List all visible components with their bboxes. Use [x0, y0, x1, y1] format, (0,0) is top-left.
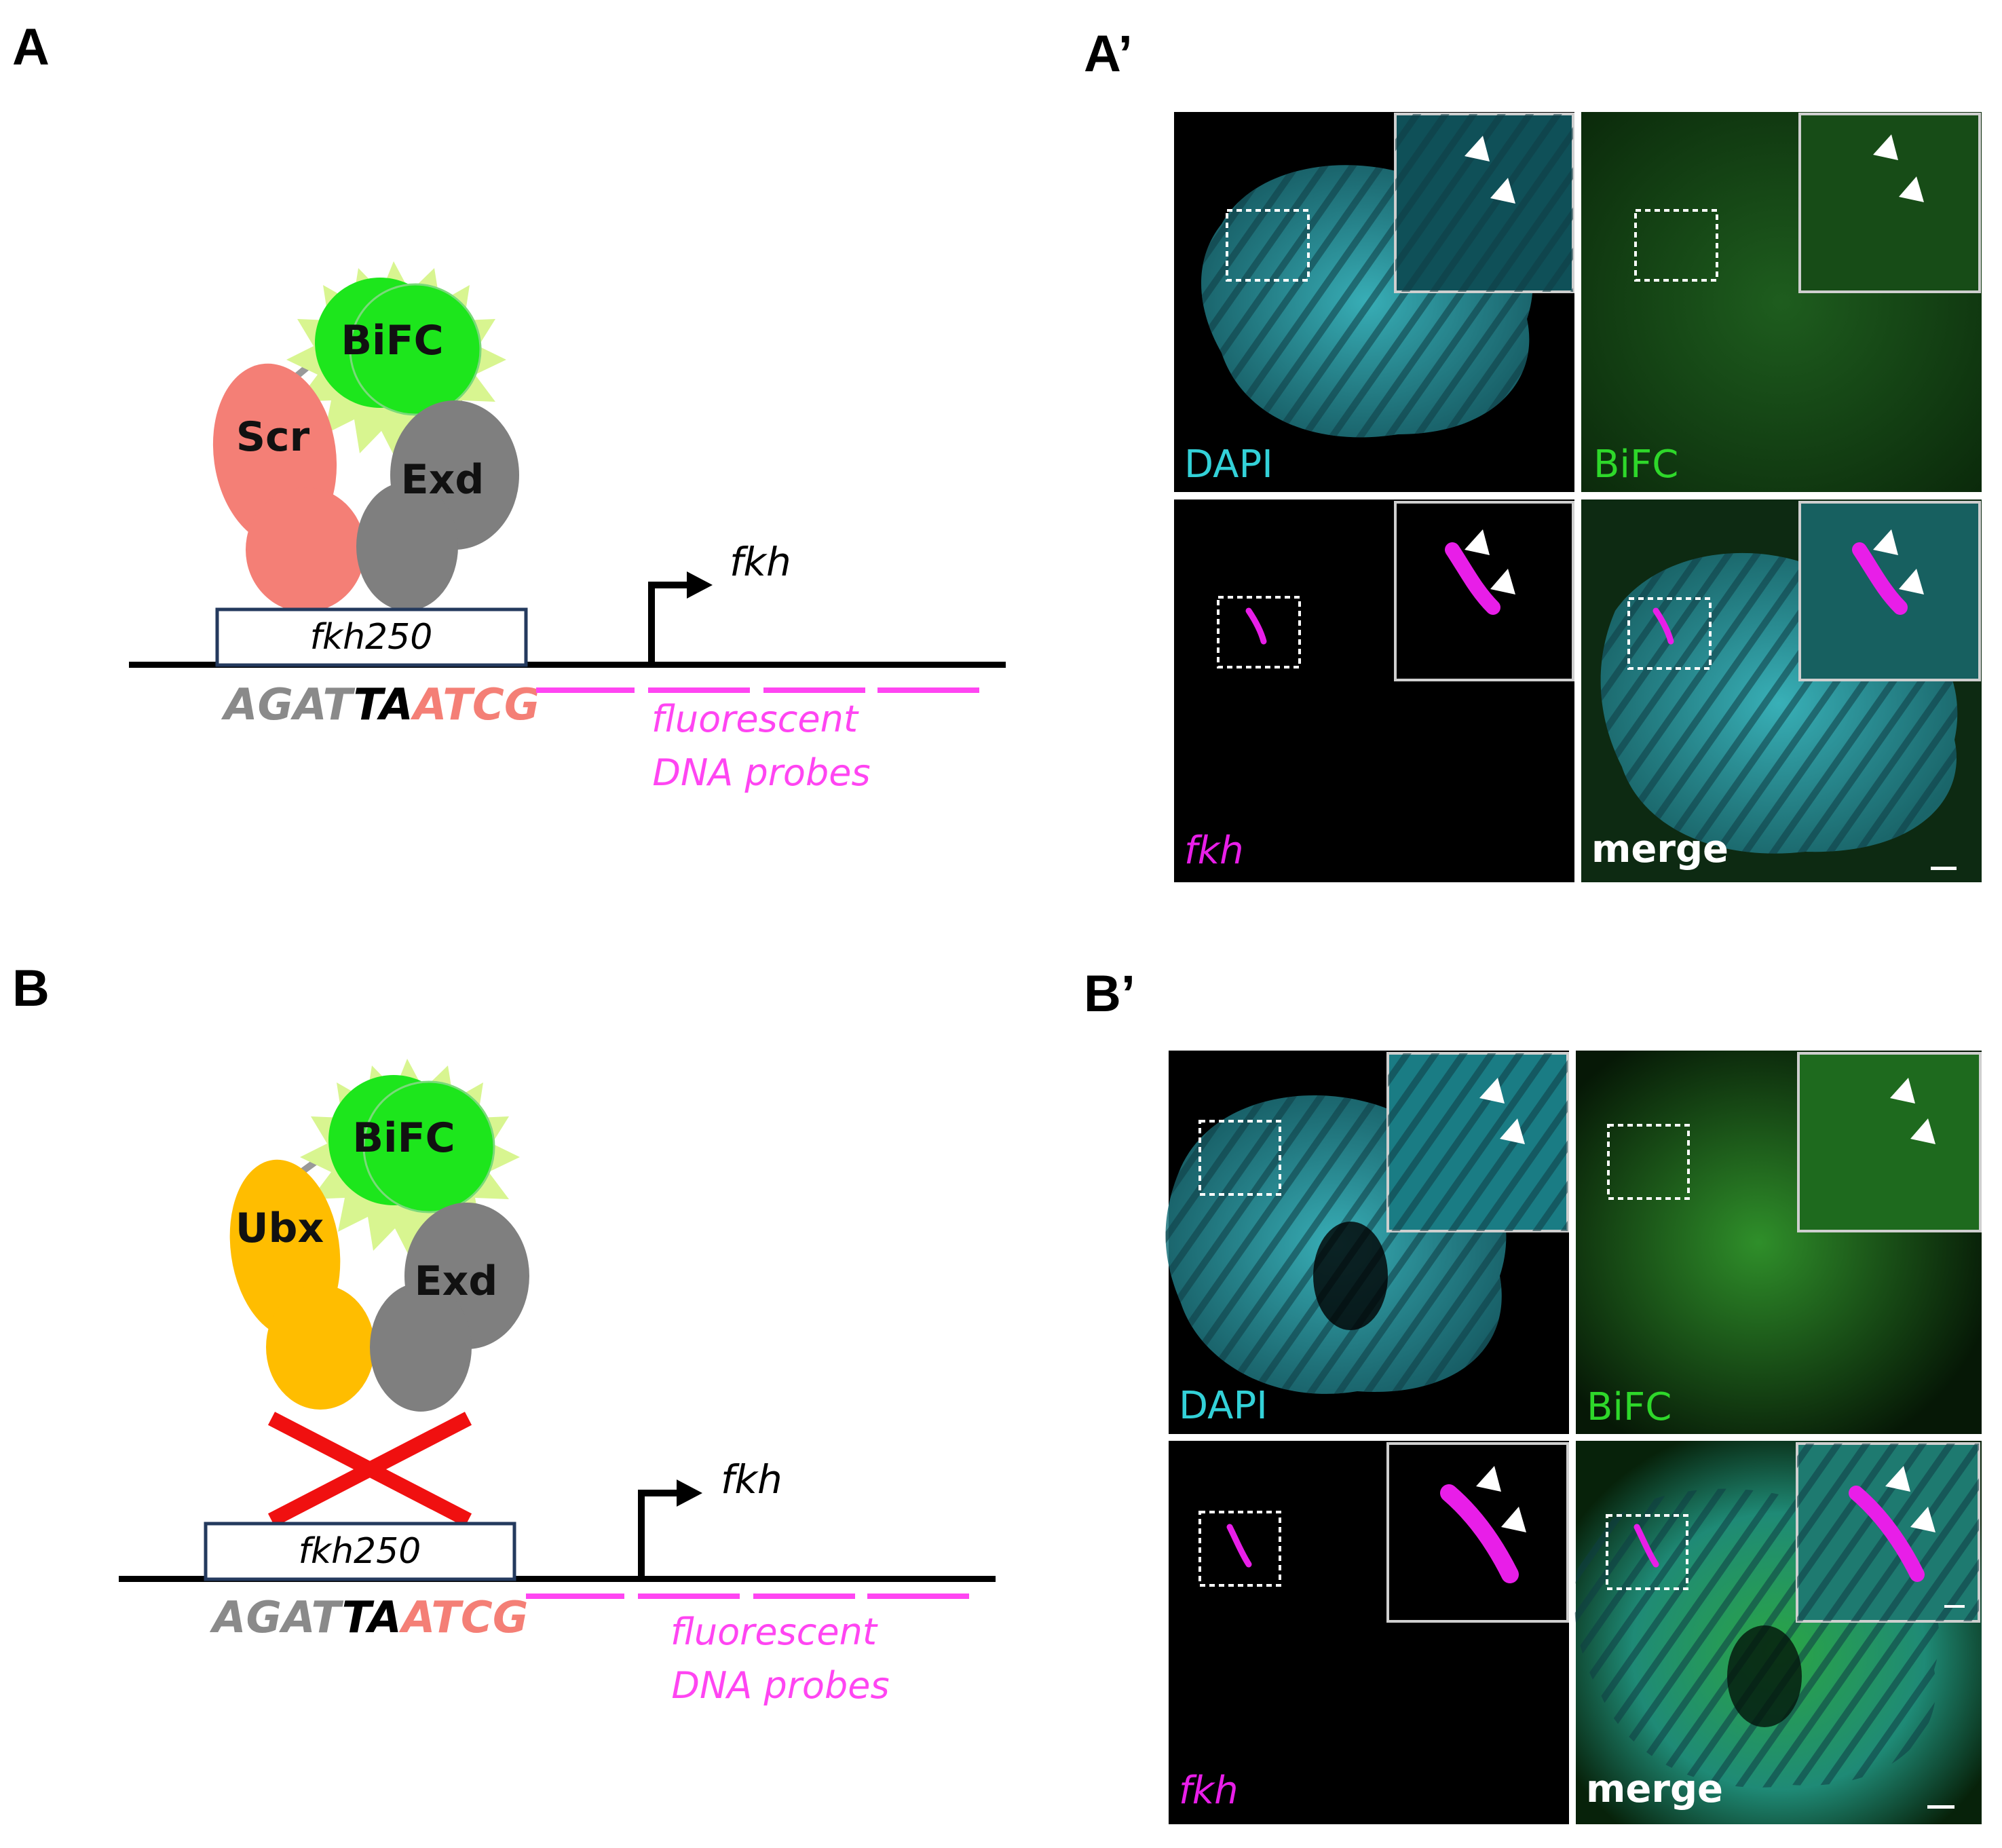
- enhancer-label-b: fkh250: [299, 1531, 421, 1572]
- channel-label-b-bifc: BiFC: [1587, 1385, 1672, 1429]
- gene-label-a: fkh: [730, 539, 791, 585]
- binding-blocked-x-icon: [267, 1412, 472, 1527]
- arrow-icon: [1465, 136, 1490, 162]
- promoter-arrow-a: [648, 582, 691, 664]
- seq-a-part1: AGAT: [221, 680, 355, 730]
- arrow-icon: [1476, 1466, 1501, 1492]
- arrow-icon: [1465, 529, 1490, 555]
- micrograph-b-bifc: BiFC: [1576, 1051, 1982, 1434]
- promoter-arrow-b: [638, 1490, 681, 1578]
- arrow-icon: [1899, 569, 1924, 595]
- gene-label-b: fkh: [721, 1456, 782, 1503]
- probe-label-b-2: DNA probes: [671, 1664, 889, 1707]
- arrow-icon: [1873, 134, 1898, 160]
- ubx-protein: Ubx: [229, 1159, 375, 1410]
- panel-b-prime: B’ DAPI BiFC: [1084, 965, 1982, 1824]
- channel-label-a-fkh: fkh: [1184, 829, 1244, 873]
- micrograph-b-merge: merge: [1574, 1441, 1982, 1824]
- seq-b-part2: TA: [342, 1593, 402, 1643]
- exd-protein-a: Exd: [356, 400, 519, 611]
- scr-label: Scr: [236, 413, 310, 461]
- dna-line-b: [119, 1576, 996, 1582]
- seq-b: AGATTAATCG: [209, 1593, 528, 1643]
- dna-line-a: [129, 662, 1006, 668]
- scale-bar: [1927, 1805, 1954, 1809]
- channel-label-a-merge: merge: [1591, 827, 1729, 871]
- panel-letter-a: A: [12, 18, 50, 76]
- micrograph-b-dapi: DAPI: [1165, 1051, 1569, 1434]
- enhancer-box-b: [204, 1522, 516, 1581]
- seq-b-part1: AGAT: [209, 1593, 343, 1643]
- enhancer-label-a: fkh250: [310, 617, 433, 658]
- arrow-icon: [1910, 1507, 1935, 1532]
- arrow-icon: [1910, 1118, 1935, 1144]
- micrograph-a-fkh: fkh: [1174, 499, 1574, 882]
- panel-letter-b-prime: B’: [1084, 965, 1135, 1023]
- arrow-icon: [1890, 1078, 1915, 1104]
- micrograph-b-fkh: fkh: [1169, 1441, 1569, 1824]
- micrograph-a-bifc: BiFC: [1581, 112, 1982, 492]
- seq-a-part3: ATCG: [410, 680, 540, 730]
- arrow-icon: [1490, 178, 1515, 204]
- probes-b: [526, 1594, 969, 1599]
- bifc-label-b: BiFC: [352, 1114, 455, 1162]
- arrowhead-a: [687, 571, 713, 599]
- exd-protein-b: Exd: [370, 1203, 529, 1412]
- seq-b-part3: ATCG: [398, 1593, 529, 1643]
- channel-label-a-dapi: DAPI: [1184, 442, 1273, 487]
- arrow-icon: [1490, 569, 1515, 595]
- scale-bar: [1931, 867, 1957, 870]
- exd-label-a: Exd: [401, 456, 485, 504]
- arrowhead-b: [677, 1479, 702, 1507]
- panel-a-prime: A’ DAPI BiFC: [1084, 25, 1982, 882]
- channel-label-b-merge: merge: [1586, 1767, 1723, 1811]
- bifc-half-right: [349, 283, 482, 416]
- panel-letter-b: B: [12, 960, 50, 1017]
- arrow-icon: [1479, 1078, 1505, 1104]
- arrow-icon: [1500, 1118, 1525, 1144]
- micrograph-a-dapi: DAPI: [1174, 112, 1574, 492]
- panel-letter-a-prime: A’: [1084, 25, 1133, 83]
- channel-label-b-fkh: fkh: [1179, 1769, 1239, 1813]
- scr-protein: Scr: [212, 363, 365, 612]
- arrow-icon: [1885, 1466, 1910, 1492]
- probe-label-a-1: fluorescent: [651, 698, 859, 740]
- exd-label-b: Exd: [415, 1258, 498, 1305]
- arrow-icon: [1899, 176, 1924, 202]
- seq-a: AGATTAATCG: [221, 680, 540, 730]
- scale-bar: [1944, 1605, 1965, 1608]
- bifc-half-right-b: [362, 1080, 495, 1213]
- arrow-icon: [1501, 1507, 1526, 1532]
- ubx-label: Ubx: [235, 1205, 324, 1252]
- bifc-label-a: BiFC: [341, 317, 443, 364]
- panel-b: B BiFC Ubx Exd fkh250 fkh AGATTAATCG: [12, 960, 996, 1707]
- probe-label-a-2: DNA probes: [652, 751, 870, 794]
- channel-label-a-bifc: BiFC: [1593, 442, 1678, 487]
- seq-a-part2: TA: [354, 680, 413, 730]
- panel-a: A BiFC Scr Exd fkh250 fkh AGATTAATC: [12, 18, 1006, 794]
- channel-label-b-dapi: DAPI: [1179, 1384, 1268, 1428]
- arrow-icon: [1873, 529, 1898, 555]
- probes-a: [536, 687, 979, 693]
- probe-label-b-1: fluorescent: [671, 1610, 878, 1653]
- micrograph-a-merge: merge: [1581, 499, 1982, 882]
- enhancer-box-a: [215, 607, 528, 667]
